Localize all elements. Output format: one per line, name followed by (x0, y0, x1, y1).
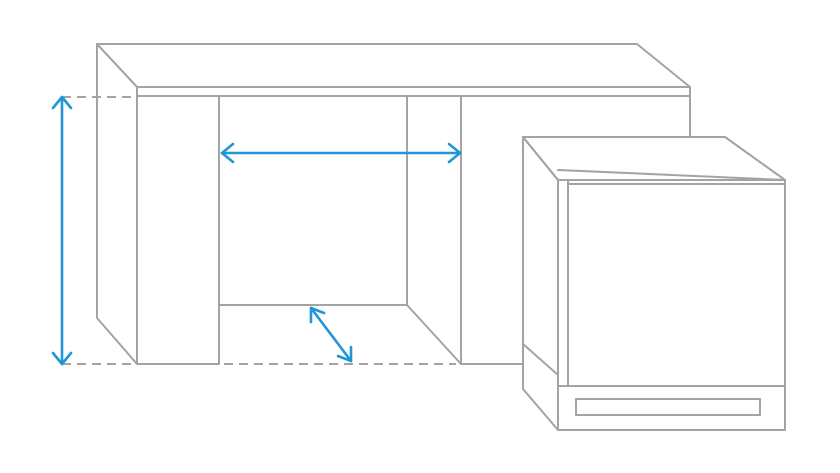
dishwasher (522, 136, 786, 431)
niche-floor-right-edge (406, 304, 462, 365)
countertop-front-edge (136, 86, 691, 97)
dishwasher-left-side (522, 136, 559, 431)
double-arrow-horizontal-icon (220, 142, 462, 164)
depth-arrowhead-bottom (336, 345, 353, 363)
cabinet-left-side-panel (96, 43, 138, 365)
width-arrowhead-left (220, 142, 235, 164)
height-arrowhead-top (51, 95, 73, 110)
dishwasher-handle-strip (575, 398, 761, 416)
depth-arrowhead-top (309, 306, 326, 324)
niche-back-wall (218, 95, 408, 306)
double-arrow-diagonal-icon (309, 306, 353, 363)
dishwasher-front-top-strip (557, 169, 786, 185)
height-arrowhead-bottom (51, 351, 73, 366)
depth-dimension-line (309, 306, 353, 363)
cabinet-left-front-column (136, 95, 220, 365)
dimension-guides (51, 95, 462, 366)
dishwasher-plinth (557, 385, 786, 431)
dishwasher-side-base-line (522, 343, 559, 376)
countertop-top-face (96, 43, 691, 88)
dishwasher-door-panel (567, 179, 786, 387)
double-arrow-vertical-icon (51, 95, 73, 366)
kitchen-cabinet (96, 43, 691, 365)
cabinet-right-front-column (460, 95, 691, 365)
width-arrowhead-right (447, 142, 462, 164)
